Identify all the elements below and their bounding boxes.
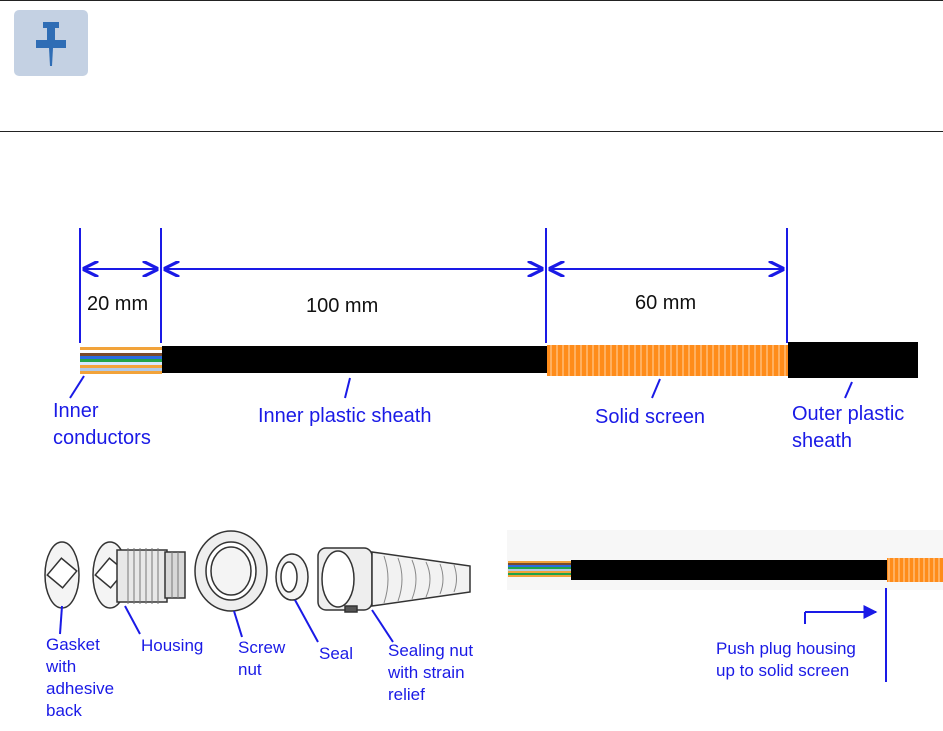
inner-conductors-graphic: [80, 347, 162, 374]
dimension-label-60mm: 60 mm: [635, 292, 696, 315]
leader-gasket: [60, 606, 62, 634]
leader-housing: [125, 606, 140, 634]
label-seal: Seal: [319, 642, 353, 665]
cable-assembly-graphic: [507, 530, 943, 590]
leader-outer-sheath: [845, 382, 852, 398]
label-outer-plastic-sheath: Outer plastic sheath: [792, 401, 904, 455]
inner-plastic-sheath-graphic: [162, 346, 547, 373]
leader-screw-nut: [234, 611, 242, 637]
leader-inner-conductors: [70, 376, 84, 398]
gland-components-graphic: [45, 531, 470, 612]
dimension-label-100mm: 100 mm: [306, 295, 378, 318]
label-solid-screen: Solid screen: [595, 404, 705, 431]
outer-plastic-sheath-graphic: [788, 342, 918, 378]
label-inner-plastic-sheath: Inner plastic sheath: [258, 403, 431, 430]
label-screw-nut: Screw nut: [238, 637, 285, 681]
instruction-text: Push plug housing up to solid screen: [716, 638, 856, 682]
dimension-label-20mm: 20 mm: [87, 293, 148, 316]
leader-seal: [295, 600, 318, 642]
leader-sealing-nut: [372, 610, 393, 642]
label-inner-conductors: Inner conductors: [53, 398, 151, 452]
label-sealing-nut: Sealing nut with strain relief: [388, 640, 473, 706]
solid-screen-graphic: [547, 345, 788, 376]
label-gasket: Gasket with adhesive back: [46, 634, 114, 722]
leader-solid-screen: [652, 379, 660, 398]
label-housing: Housing: [141, 634, 203, 657]
leader-inner-sheath: [345, 378, 350, 398]
